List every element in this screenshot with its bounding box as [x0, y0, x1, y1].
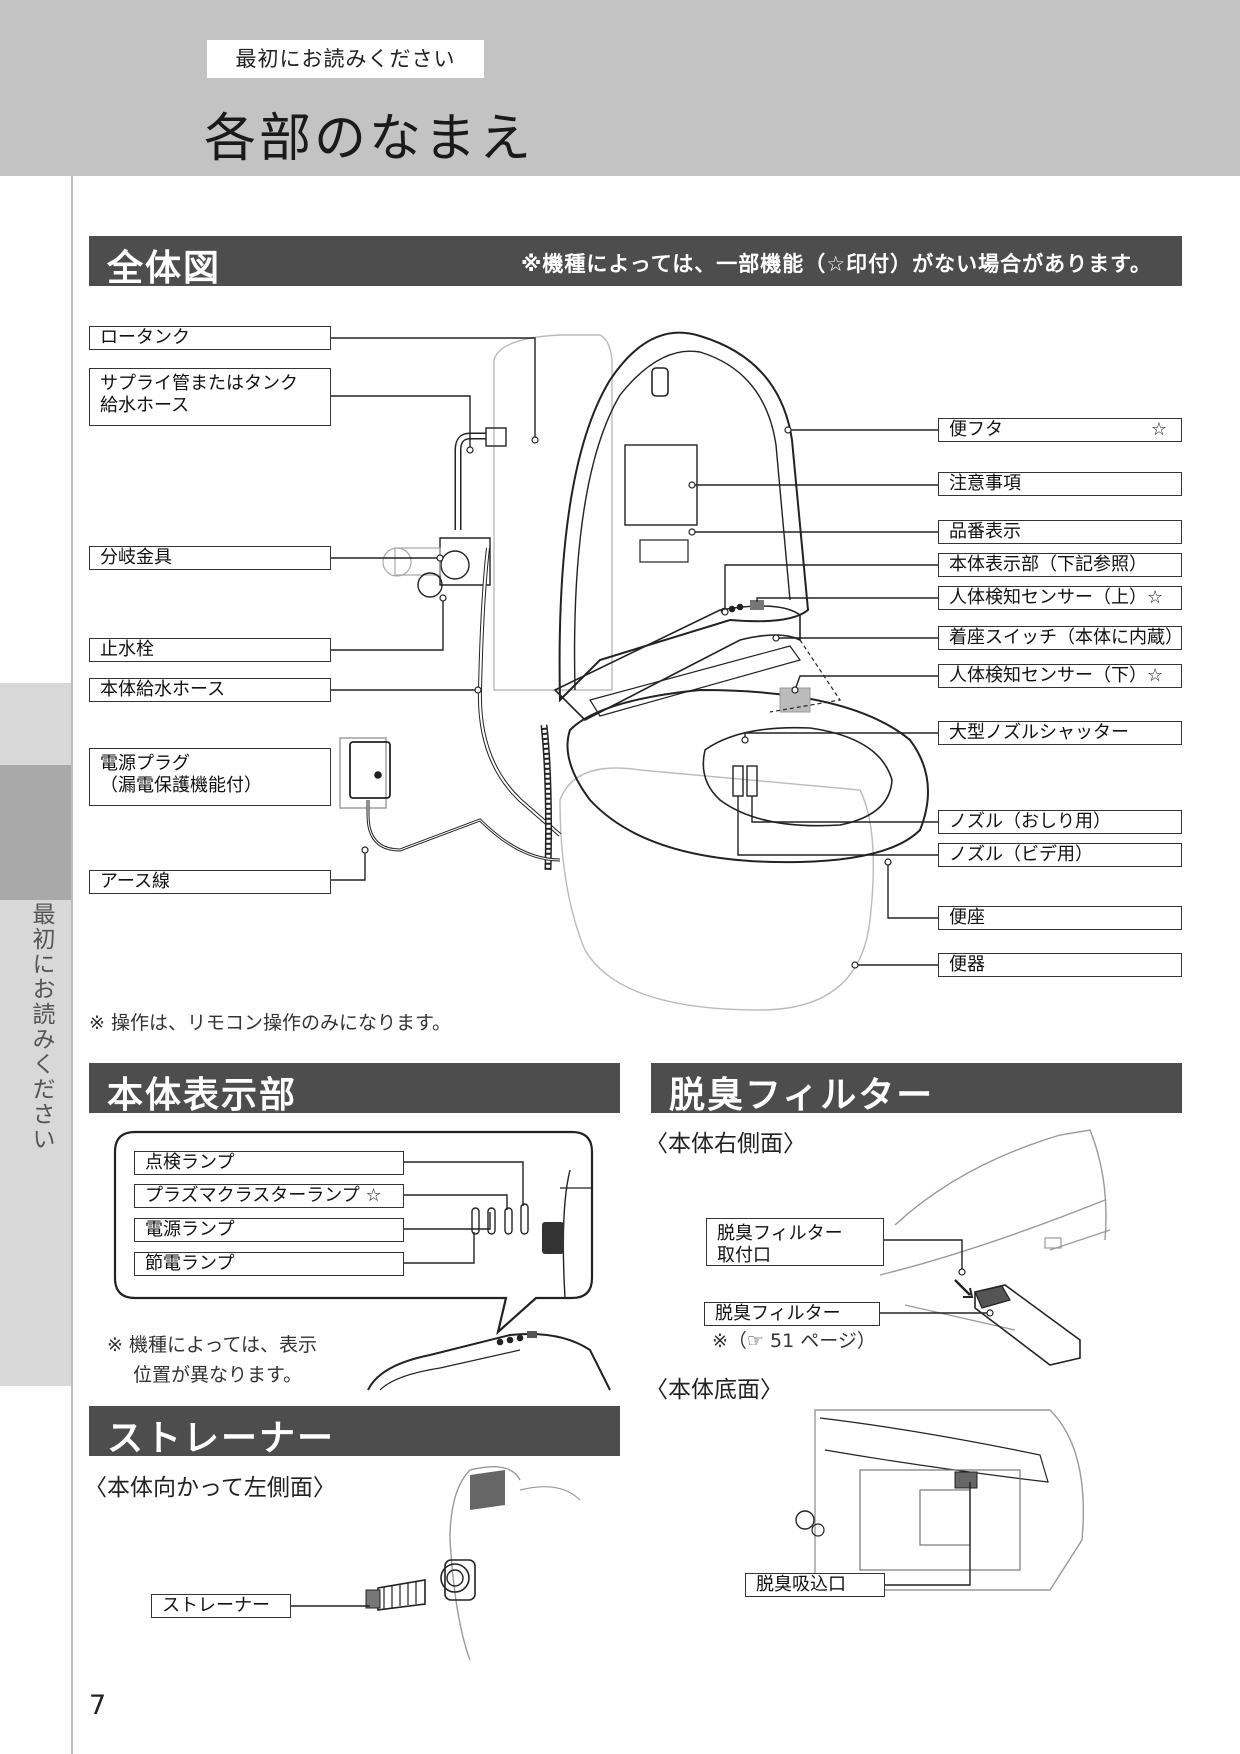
first-read-tag: 最初にお読みください [207, 40, 484, 78]
filter-right-illustration [879, 1129, 1111, 1366]
strainer-left-side-caption: 〈本体向かって左側面〉 [84, 1475, 336, 1501]
label-deodorizing-intake: 脱臭吸込口 [745, 1573, 885, 1597]
label-check-lamp: 点検ランプ [134, 1151, 404, 1175]
label-supply-hose: サプライ管またはタンク給水ホース [89, 368, 331, 426]
remote-note: ※ 操作は、リモコン操作のみになります。 [89, 1012, 452, 1034]
label-display: 本体表示部（下記参照） [938, 553, 1182, 577]
label-filter-mount: 脱臭フィルター取付口 [706, 1218, 884, 1266]
strainer-heading-bar: ストレーナー [89, 1406, 620, 1459]
label-nozzle-bidet: ノズル（ビデ用） [938, 843, 1182, 867]
filter-page-ref[interactable]: ※（☞ 51 ページ） [712, 1330, 876, 1352]
overview-heading: 全体図 [107, 248, 222, 289]
filter-bottom-illustration [795, 1409, 1085, 1591]
label-bowl: 便器 [938, 953, 1182, 977]
filter-heading-bar: 脱臭フィルター [651, 1063, 1182, 1116]
strainer-heading: ストレーナー [107, 1418, 336, 1459]
label-nozzle-rear: ノズル（おしり用） [938, 810, 1182, 834]
filter-heading: 脱臭フィルター [669, 1075, 935, 1116]
overview-heading-bar: 全体図 ※機種によっては、一部機能（☆印付）がない場合があります。 [89, 236, 1182, 289]
label-caution: 注意事項 [938, 472, 1182, 496]
page-title: 各部のなまえ [204, 109, 535, 169]
side-tab-lower [0, 900, 71, 1386]
label-seat-switch: 着座スイッチ（本体に内蔵） [938, 626, 1183, 650]
filter-right-side-caption: 〈本体右側面〉 [645, 1131, 806, 1157]
side-tab-upper [0, 683, 71, 765]
label-earth-wire: アース線 [89, 870, 331, 894]
label-power-plug: 電源プラグ（漏電保護機能付） [89, 748, 331, 806]
display-heading-bar: 本体表示部 [89, 1063, 620, 1116]
page-number: 7 [89, 1690, 107, 1721]
label-stop-valve: 止水栓 [89, 638, 331, 662]
label-low-tank: ロータンク [89, 326, 331, 350]
side-tab-active[interactable] [0, 765, 71, 900]
display-position-note: ※ 機種によっては、表示位置が異なります。 [107, 1334, 318, 1386]
overview-note: ※機種によっては、一部機能（☆印付）がない場合があります。 [520, 252, 1152, 276]
label-branch-fitting: 分岐金具 [89, 546, 331, 570]
label-sensor-top: 人体検知センサー（上）☆ [938, 586, 1182, 610]
label-sensor-bottom: 人体検知センサー（下）☆ [938, 664, 1182, 688]
label-body-hose: 本体給水ホース [89, 678, 331, 702]
display-heading: 本体表示部 [107, 1075, 298, 1116]
label-seat: 便座 [938, 906, 1182, 930]
label-eco-lamp: 節電ランプ [134, 1252, 404, 1276]
display-panel-illustration [113, 1130, 611, 1391]
label-nozzle-shutter: 大型ノズルシャッター [938, 721, 1182, 745]
strainer-illustration [365, 1466, 581, 1661]
label-power-lamp: 電源ランプ [134, 1218, 404, 1242]
label-deodorizing-filter: 脱臭フィルター [704, 1302, 880, 1326]
star-mark: ☆ [1150, 419, 1167, 440]
label-lid: 便フタ☆ [938, 418, 1182, 442]
toilet-illustration [339, 331, 929, 1011]
label-plasma-lamp: プラズマクラスターランプ ☆ [134, 1184, 404, 1208]
label-model-number: 品番表示 [938, 520, 1182, 544]
header-band [0, 0, 1240, 176]
side-tab-label: 最初にお読みください [28, 902, 54, 1152]
margin-rule [71, 176, 73, 1754]
filter-bottom-caption: 〈本体底面〉 [645, 1377, 783, 1403]
label-strainer: ストレーナー [151, 1594, 291, 1618]
